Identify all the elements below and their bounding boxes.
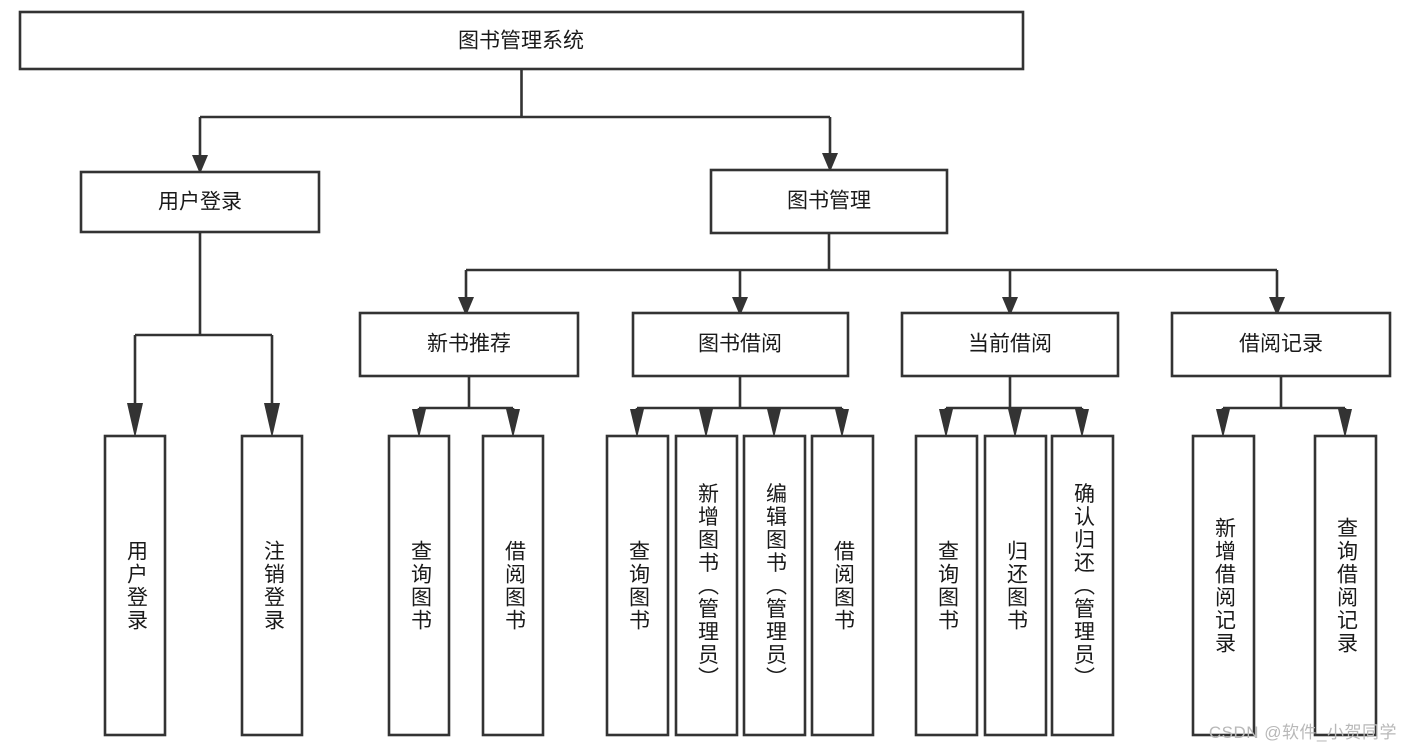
leaf-query-book-newbook[interactable]: 查询图书 <box>387 434 451 737</box>
leaf-query-borrow-record-label: 查询借阅记录 <box>1334 517 1358 655</box>
node-borrow-record[interactable]: 借阅记录 <box>1170 311 1392 378</box>
node-new-book-recommend-label: 新书推荐 <box>427 333 511 356</box>
node-user-login-label: 用户登录 <box>158 191 242 214</box>
node-book-management-rect[interactable] <box>709 168 949 235</box>
edge-record-bus <box>1221 376 1347 422</box>
node-new-book-recommend-rect[interactable] <box>358 311 580 378</box>
arrow-to-leaf-query-record <box>1338 409 1352 438</box>
node-current-borrow-rect[interactable] <box>900 311 1120 378</box>
edge-root-bus <box>198 69 832 158</box>
leaf-query-book-borrow[interactable]: 查询图书 <box>605 434 670 737</box>
leaf-edit-book-rect[interactable] <box>742 434 807 737</box>
leaf-borrow-book[interactable]: 借阅图书 <box>810 434 875 737</box>
node-root-label: 图书管理系统 <box>458 30 584 53</box>
node-current-borrow[interactable]: 当前借阅 <box>900 311 1120 378</box>
arrow-to-leaf-add-record <box>1216 409 1230 438</box>
edge-login-bus <box>133 232 274 422</box>
leaf-return-book[interactable]: 归还图书 <box>983 434 1048 737</box>
arrow-to-new-book <box>458 297 474 316</box>
arrow-to-leaf-borrow-book-2 <box>835 409 849 438</box>
node-root-rect[interactable] <box>18 10 1025 71</box>
arrow-to-leaf-edit-book <box>767 409 781 438</box>
leaf-user-login-rect[interactable] <box>103 434 167 737</box>
node-root[interactable]: 图书管理系统 <box>18 10 1025 71</box>
node-book-borrow-label: 图书借阅 <box>698 333 782 356</box>
node-current-borrow-label: 当前借阅 <box>968 333 1052 356</box>
arrow-to-leaf-user-login <box>127 403 143 438</box>
edge-newbook-bus <box>417 376 515 422</box>
leaf-return-book-rect[interactable] <box>983 434 1048 737</box>
leaf-return-book-label: 归还图书 <box>1004 540 1028 632</box>
leaf-query-book-borrow-rect[interactable] <box>605 434 670 737</box>
connector-layer <box>133 69 1347 422</box>
leaf-borrow-book-newbook[interactable]: 借阅图书 <box>481 434 545 737</box>
leaf-add-book-rect[interactable] <box>674 434 739 737</box>
leaf-confirm-return[interactable]: 确认归还（管理员） <box>1050 434 1115 737</box>
node-book-management[interactable]: 图书管理 <box>709 168 949 235</box>
arrow-to-leaf-add-book <box>699 409 713 438</box>
leaf-user-login-label: 用户登录 <box>124 540 148 632</box>
arrow-to-leaf-return-book <box>1008 409 1022 438</box>
node-book-management-label: 图书管理 <box>787 190 871 213</box>
leaf-add-borrow-record-label: 新增借阅记录 <box>1212 517 1236 655</box>
arrow-to-user-login <box>192 155 208 174</box>
arrow-to-book-mgmt <box>822 153 838 172</box>
leaf-add-book[interactable]: 新增图书（管理员） <box>674 434 739 737</box>
leaf-logout-rect[interactable] <box>240 434 304 737</box>
leaf-logout-label: 注销登录 <box>261 540 285 632</box>
leaf-query-book-borrow-label: 查询图书 <box>626 540 650 632</box>
leaf-query-borrow-record[interactable]: 查询借阅记录 <box>1313 434 1378 737</box>
leaf-confirm-return-rect[interactable] <box>1050 434 1115 737</box>
arrow-to-leaf-borrow-book-1 <box>506 409 520 438</box>
arrowhead-layer <box>127 153 1352 438</box>
arrow-to-book-borrow <box>732 297 748 316</box>
arrow-to-leaf-confirm-return <box>1075 409 1089 438</box>
leaf-confirm-return-label: 确认归还（管理员） <box>1071 483 1095 690</box>
node-new-book-recommend[interactable]: 新书推荐 <box>358 311 580 378</box>
node-user-login-rect[interactable] <box>79 170 321 234</box>
edge-borrow-bus <box>635 376 844 422</box>
leaf-query-book-current[interactable]: 查询图书 <box>914 434 979 737</box>
node-user-login[interactable]: 用户登录 <box>79 170 321 234</box>
leaf-query-book-newbook-rect[interactable] <box>387 434 451 737</box>
leaf-query-borrow-record-rect[interactable] <box>1313 434 1378 737</box>
arrow-to-leaf-query-book-1 <box>412 409 426 438</box>
leaf-query-book-current-label: 查询图书 <box>935 540 959 632</box>
node-book-borrow[interactable]: 图书借阅 <box>631 311 850 378</box>
arrow-to-leaf-query-book-2 <box>630 409 644 438</box>
node-borrow-record-label: 借阅记录 <box>1239 333 1323 356</box>
leaf-edit-book-label: 编辑图书（管理员） <box>763 483 787 690</box>
arrow-to-borrow-record <box>1269 297 1285 316</box>
leaf-borrow-book-newbook-label: 借阅图书 <box>502 540 526 632</box>
arrow-to-leaf-query-book-3 <box>939 409 953 438</box>
node-book-borrow-rect[interactable] <box>631 311 850 378</box>
leaf-query-book-newbook-label: 查询图书 <box>408 540 432 632</box>
leaf-add-borrow-record-rect[interactable] <box>1191 434 1256 737</box>
leaf-user-login[interactable]: 用户登录 <box>103 434 167 737</box>
arrow-to-current-borrow <box>1002 297 1018 316</box>
leaf-edit-book[interactable]: 编辑图书（管理员） <box>742 434 807 737</box>
node-borrow-record-rect[interactable] <box>1170 311 1392 378</box>
leaf-add-book-label: 新增图书（管理员） <box>695 483 719 690</box>
leaf-logout[interactable]: 注销登录 <box>240 434 304 737</box>
leaf-borrow-book-label: 借阅图书 <box>831 540 855 632</box>
leaf-add-borrow-record[interactable]: 新增借阅记录 <box>1191 434 1256 737</box>
leaf-query-book-current-rect[interactable] <box>914 434 979 737</box>
arrow-to-leaf-logout <box>264 403 280 438</box>
edge-books-bus <box>464 233 1279 300</box>
leaf-borrow-book-rect[interactable] <box>810 434 875 737</box>
leaf-borrow-book-newbook-rect[interactable] <box>481 434 545 737</box>
